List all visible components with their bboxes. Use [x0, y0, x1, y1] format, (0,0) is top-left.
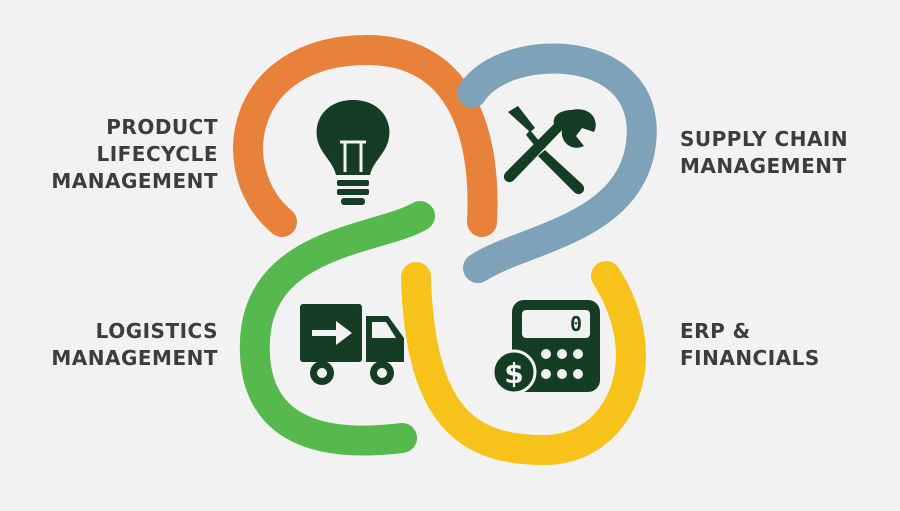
- label-line: FINANCIALS: [680, 346, 820, 370]
- label-line: LOGISTICS: [95, 319, 218, 343]
- wrench-screwdriver-icon: [503, 106, 596, 195]
- lightbulb-icon: [316, 100, 390, 205]
- label-line: MANAGEMENT: [680, 154, 847, 178]
- label-supply-chain: SUPPLY CHAIN MANAGEMENT: [680, 126, 848, 180]
- label-line: LIFECYCLE: [96, 142, 218, 166]
- label-logistics: LOGISTICS MANAGEMENT: [51, 318, 218, 372]
- orange-loop: [233, 34, 498, 237]
- label-line: ERP &: [680, 319, 751, 343]
- delivery-truck-icon: [300, 304, 404, 385]
- dollar-sign: $: [504, 357, 523, 390]
- label-product-lifecycle: PRODUCT LIFECYCLE MANAGEMENT: [51, 114, 218, 195]
- label-line: SUPPLY CHAIN: [680, 127, 849, 151]
- yellow-loop: [401, 261, 646, 466]
- calculator-display: 0: [570, 312, 582, 336]
- label-line: PRODUCT: [106, 115, 218, 139]
- green-loop: [239, 201, 435, 456]
- calculator-dollar-icon: 0 $: [491, 300, 600, 395]
- label-line: MANAGEMENT: [51, 169, 218, 193]
- blue-loop: [457, 43, 657, 283]
- label-erp-financials: ERP & FINANCIALS: [680, 318, 820, 372]
- label-line: MANAGEMENT: [51, 346, 218, 370]
